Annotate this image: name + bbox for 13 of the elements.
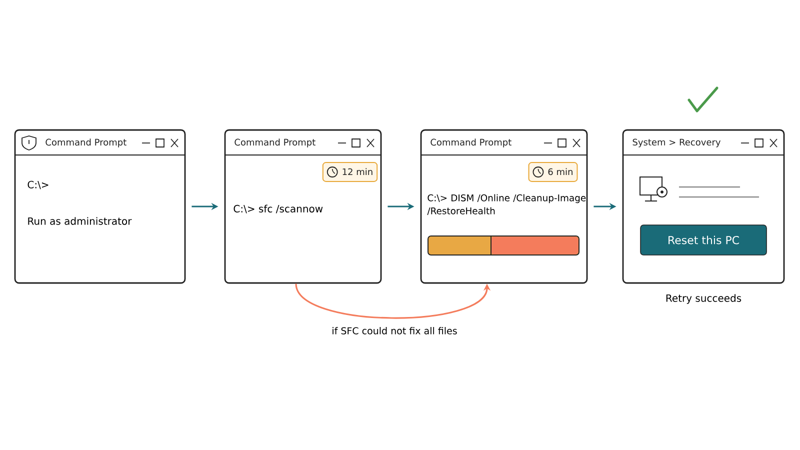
time-badge: 6 min <box>528 162 578 182</box>
window-title: Command Prompt <box>234 138 316 148</box>
command-text: C:\> <box>28 180 48 190</box>
window-title: System > Recovery <box>632 138 720 148</box>
command-text: C:\> sfc /scannow <box>234 204 323 214</box>
command-text: C:\> DISM /Online /Cleanup-Image /RestoreHealth <box>427 194 586 216</box>
reset-button: Reset this PC <box>640 224 767 256</box>
edge-label: if SFC could not fix all files <box>332 327 457 334</box>
body-text: Run as administrator <box>28 217 132 225</box>
node-label: Retry succeeds <box>666 294 742 304</box>
time-badge: 12 min <box>322 162 378 182</box>
window-title: Command Prompt <box>46 138 126 148</box>
window-title: Command Prompt <box>430 138 512 148</box>
